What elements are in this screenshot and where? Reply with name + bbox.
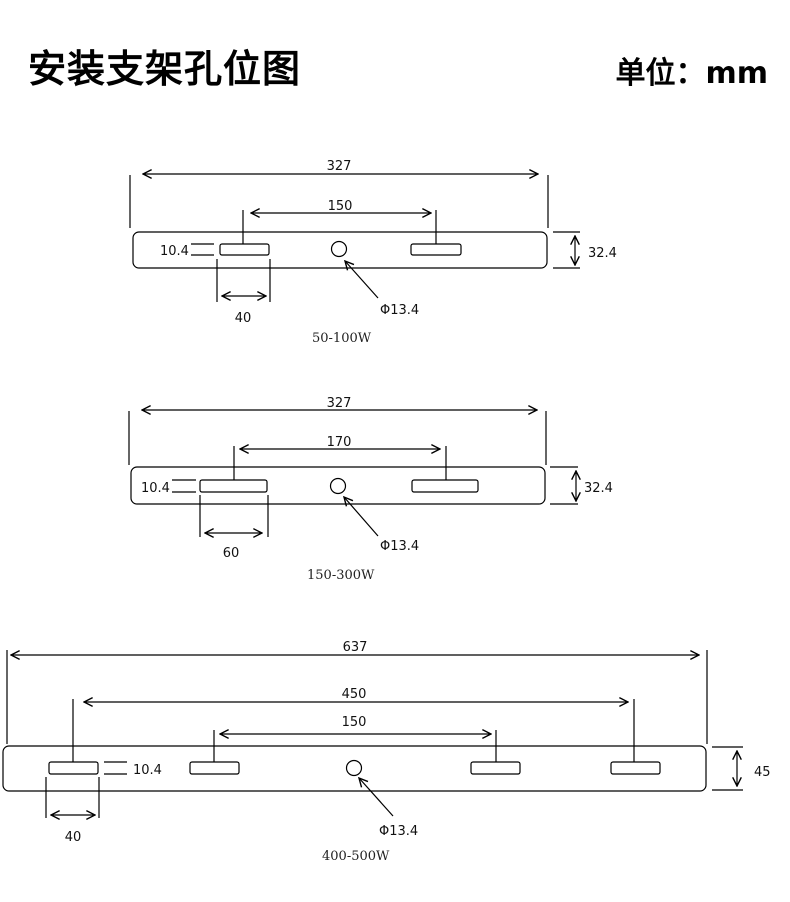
center-hole-label: Φ13.4 <box>380 539 419 554</box>
slot-height-label: 10.4 <box>141 481 170 496</box>
mounting-slot-right <box>410 243 462 256</box>
bracket-plate <box>2 745 707 792</box>
bracket-plate <box>132 231 548 269</box>
center-hole-label: Φ13.4 <box>380 303 419 318</box>
mounting-slot-left <box>199 479 268 493</box>
slot-height-label: 10.4 <box>160 244 189 259</box>
page-title: 安装支架孔位图 <box>28 47 302 91</box>
inner-hole-spacing-label: 150 <box>342 715 367 730</box>
overall-length-label: 327 <box>327 159 352 174</box>
center-hole <box>330 240 348 258</box>
hole-spacing-label: 170 <box>327 435 352 450</box>
height-label: 45 <box>754 765 771 780</box>
slot-height-label: 10.4 <box>133 763 162 778</box>
overall-length-label: 327 <box>327 396 352 411</box>
diagram-150-300w <box>128 410 578 537</box>
outer-hole-spacing-label: 450 <box>342 687 367 702</box>
wattage-caption: 150-300W <box>307 568 375 583</box>
unit-label: 单位：mm <box>615 56 768 91</box>
mounting-slot-left <box>219 243 270 256</box>
slot-length-label: 60 <box>223 546 240 561</box>
mounting-slot-4 <box>610 761 661 775</box>
hole-spacing-label: 150 <box>328 199 353 214</box>
center-hole <box>329 477 347 495</box>
bracket-plate <box>130 466 546 505</box>
hole-leader <box>359 778 394 817</box>
height-label: 32.4 <box>588 246 617 261</box>
hole-leader <box>344 497 379 537</box>
wattage-caption: 50-100W <box>312 331 372 346</box>
center-hole-label: Φ13.4 <box>379 824 418 839</box>
wattage-caption: 400-500W <box>322 849 390 864</box>
diagram-50-100w <box>129 174 580 302</box>
hole-leader <box>345 261 379 299</box>
slot-length-label: 40 <box>65 830 82 845</box>
height-label: 32.4 <box>584 481 613 496</box>
diagram-400-500w <box>2 650 743 818</box>
mounting-slot-right <box>411 479 479 493</box>
mounting-slot-1 <box>48 761 99 775</box>
mounting-slot-2 <box>189 761 240 775</box>
mounting-slot-3 <box>470 761 521 775</box>
overall-length-label: 637 <box>343 640 368 655</box>
slot-length-label: 40 <box>235 311 252 326</box>
center-hole <box>345 759 363 777</box>
